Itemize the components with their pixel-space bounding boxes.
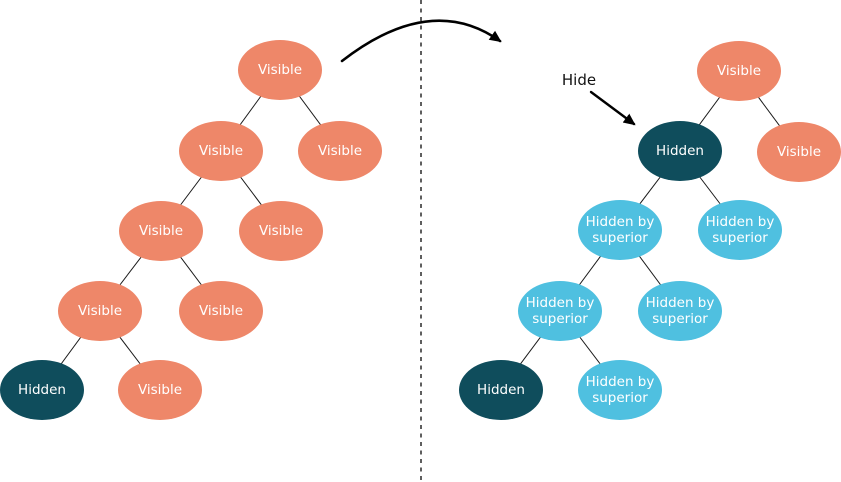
node-label: Visible xyxy=(77,302,123,319)
node-label: Visible xyxy=(198,302,244,319)
tree-node-visible: Visible xyxy=(58,281,142,341)
tree-node-visible: Visible xyxy=(119,201,203,261)
hide-pointer-arrow xyxy=(589,90,636,126)
tree-node-hidden-by-superior: Hidden by superior xyxy=(638,281,722,341)
node-label: Hidden by superior xyxy=(585,373,655,406)
tree-node-visible: Visible xyxy=(179,121,263,181)
node-label: Visible xyxy=(258,222,304,239)
tree-node-visible: Visible xyxy=(238,40,322,100)
tree-node-hidden: Hidden xyxy=(459,360,543,420)
node-label: Hidden by superior xyxy=(705,213,775,246)
tree-node-visible: Visible xyxy=(757,122,841,182)
node-label: Visible xyxy=(137,381,183,398)
node-label: Hidden by superior xyxy=(585,213,655,246)
node-label: Hidden xyxy=(656,142,704,159)
tree-node-hidden-by-superior: Hidden by superior xyxy=(578,360,662,420)
node-label: Hidden xyxy=(18,381,66,398)
tree-node-visible: Visible xyxy=(697,41,781,101)
tree-node-hidden-by-superior: Hidden by superior xyxy=(578,200,662,260)
node-label: Hidden xyxy=(477,381,525,398)
tree-node-hidden-by-superior: Hidden by superior xyxy=(698,200,782,260)
node-label: Visible xyxy=(198,142,244,159)
tree-node-visible: Visible xyxy=(118,360,202,420)
node-label: Visible xyxy=(317,142,363,159)
hide-label: Hide xyxy=(561,71,597,89)
tree-node-hidden-by-superior: Hidden by superior xyxy=(518,281,602,341)
tree-node-hidden: Hidden xyxy=(0,360,84,420)
node-label: Visible xyxy=(776,143,822,160)
tree-node-visible: Visible xyxy=(179,281,263,341)
tree-node-visible: Visible xyxy=(298,121,382,181)
node-label: Visible xyxy=(257,61,303,78)
transform-arrow xyxy=(340,19,502,63)
tree-node-visible: Visible xyxy=(239,201,323,261)
tree-node-hidden: Hidden xyxy=(638,121,722,181)
node-label: Visible xyxy=(138,222,184,239)
node-label: Hidden by superior xyxy=(645,294,715,327)
node-label: Visible xyxy=(716,62,762,79)
node-label: Hidden by superior xyxy=(525,294,595,327)
